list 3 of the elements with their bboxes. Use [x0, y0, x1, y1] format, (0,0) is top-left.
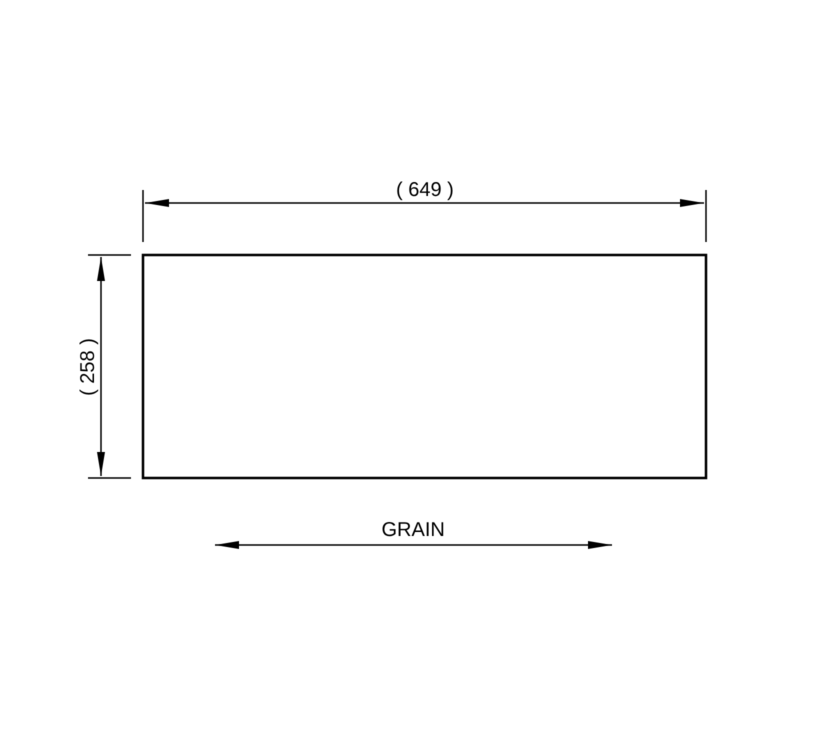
dimension-label: ( 649 )	[396, 180, 454, 200]
direction-label: GRAIN	[382, 520, 445, 540]
dimension-label: ( 258 )	[78, 338, 98, 396]
